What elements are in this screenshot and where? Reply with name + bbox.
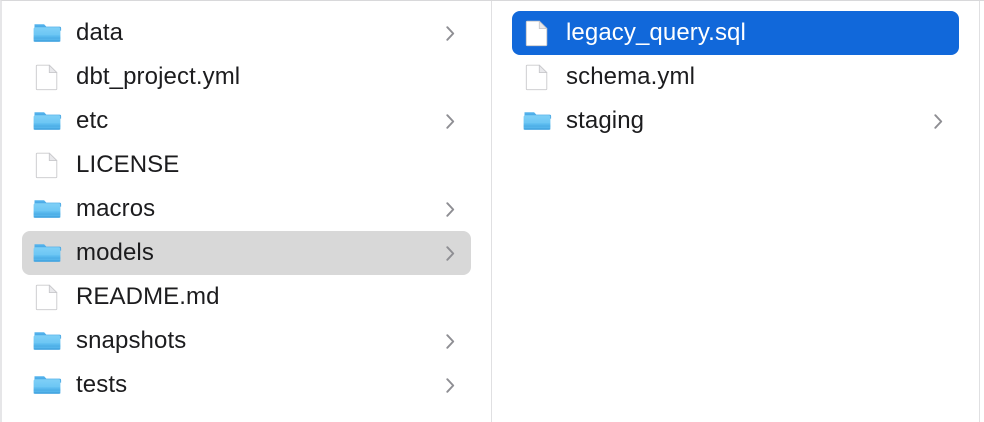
item-label: README.md bbox=[76, 283, 220, 310]
file-row[interactable]: LICENSE bbox=[22, 143, 471, 187]
document-icon bbox=[32, 62, 62, 92]
folder-row[interactable]: macros bbox=[22, 187, 471, 231]
folder-icon bbox=[522, 106, 552, 136]
folder-icon bbox=[32, 238, 62, 268]
folder-row[interactable]: etc bbox=[22, 99, 471, 143]
finder-column-1[interactable]: data dbt_project.yml bbox=[2, 1, 492, 422]
folder-icon bbox=[32, 370, 62, 400]
document-icon bbox=[522, 18, 552, 48]
item-label: staging bbox=[566, 107, 645, 134]
item-label: snapshots bbox=[76, 327, 187, 354]
folder-icon bbox=[32, 326, 62, 356]
folder-icon bbox=[32, 18, 62, 48]
document-icon bbox=[32, 150, 62, 180]
chevron-right-icon[interactable] bbox=[443, 111, 457, 131]
file-row[interactable]: schema.yml bbox=[512, 55, 959, 99]
file-row[interactable]: legacy_query.sql bbox=[512, 11, 959, 55]
item-label: etc bbox=[76, 107, 109, 134]
folder-row[interactable]: snapshots bbox=[22, 319, 471, 363]
item-label: LICENSE bbox=[76, 151, 180, 178]
folder-icon bbox=[32, 106, 62, 136]
chevron-right-icon[interactable] bbox=[443, 375, 457, 395]
item-label: dbt_project.yml bbox=[76, 63, 241, 90]
finder-column-2[interactable]: legacy_query.sql schema.yml bbox=[492, 1, 980, 422]
chevron-right-icon[interactable] bbox=[443, 199, 457, 219]
chevron-right-icon[interactable] bbox=[931, 111, 945, 131]
chevron-right-icon[interactable] bbox=[443, 23, 457, 43]
item-label: models bbox=[76, 239, 154, 266]
document-icon bbox=[32, 282, 62, 312]
item-label: data bbox=[76, 19, 124, 46]
folder-row[interactable]: staging bbox=[512, 99, 959, 143]
folder-row[interactable]: tests bbox=[22, 363, 471, 407]
item-label: legacy_query.sql bbox=[566, 19, 746, 46]
item-label: schema.yml bbox=[566, 63, 696, 90]
document-icon bbox=[522, 62, 552, 92]
folder-row[interactable]: models bbox=[22, 231, 471, 275]
folder-icon bbox=[32, 194, 62, 224]
item-label: tests bbox=[76, 371, 128, 398]
file-row[interactable]: README.md bbox=[22, 275, 471, 319]
file-row[interactable]: dbt_project.yml bbox=[22, 55, 471, 99]
folder-row[interactable]: data bbox=[22, 11, 471, 55]
chevron-right-icon[interactable] bbox=[443, 243, 457, 263]
item-label: macros bbox=[76, 195, 156, 222]
chevron-right-icon[interactable] bbox=[443, 331, 457, 351]
